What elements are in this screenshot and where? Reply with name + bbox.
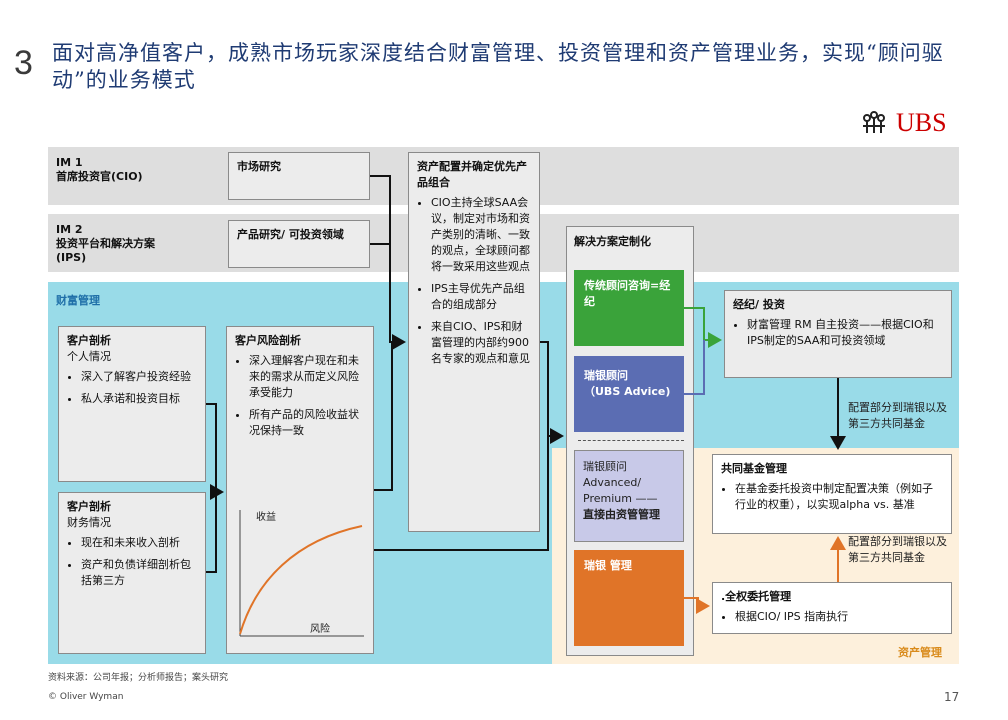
solution-ubs-advice: 瑞银顾问 （UBS Advice) bbox=[574, 356, 684, 432]
connector-ubs-managed-to-discretionary bbox=[684, 597, 710, 614]
im2-code: IM 2 bbox=[56, 223, 83, 236]
risk-return-curve bbox=[239, 525, 363, 635]
profile2-bullet-1: 现在和未来收入剖析 bbox=[81, 535, 197, 551]
im2-label: IM 2 投资平台和解决方案 (IPS) bbox=[56, 223, 155, 265]
ubs-keys-icon bbox=[863, 111, 885, 133]
solution-advanced-line2: Advanced/ bbox=[583, 476, 642, 489]
solutions-divider bbox=[578, 440, 684, 441]
client-profile-personal-box: 客户剖析 个人情况 深入了解客户投资经验 私人承诺和投资目标 bbox=[58, 326, 206, 482]
solution-ubs-advice-line1: 瑞银顾问 bbox=[584, 369, 628, 382]
solutions-title: 解决方案定制化 bbox=[574, 234, 651, 250]
ubs-logo: UBS bbox=[858, 108, 958, 138]
connector-profile1 bbox=[206, 403, 217, 492]
connector-risk-to-saa bbox=[374, 342, 393, 491]
profile1-bullet-1: 深入了解客户投资经验 bbox=[81, 369, 197, 385]
profile1-bullet-2: 私人承诺和投资目标 bbox=[81, 391, 197, 407]
connector-traditional-to-brokerage bbox=[684, 307, 722, 348]
risk-bullet-1: 深入理解客户现在和未来的需求从而定义风险承受能力 bbox=[249, 353, 365, 401]
solution-traditional-advisory: 传统顾问咨询=经纪 bbox=[574, 270, 684, 346]
risk-bullet-2: 所有产品的风险收益状况保持一致 bbox=[249, 407, 365, 439]
chart-x-label: 风险 bbox=[310, 624, 330, 635]
profile1-subtitle: 个人情况 bbox=[67, 350, 111, 363]
solution-traditional-text: 传统顾问咨询=经纪 bbox=[584, 279, 671, 308]
solution-ubs-managed: 瑞银 管理 bbox=[574, 550, 684, 646]
brokerage-box: 经纪/ 投资 财富管理 RM 自主投资——根据CIO和IPS制定的SAA和可投资… bbox=[724, 290, 952, 378]
market-research-label: 市场研究 bbox=[237, 160, 281, 173]
solution-ubs-managed-text: 瑞银 管理 bbox=[584, 559, 632, 572]
profile1-title: 客户剖析 bbox=[67, 334, 111, 347]
solution-advanced-line4: 直接由资管管理 bbox=[583, 508, 660, 521]
connector-market-research bbox=[370, 175, 406, 350]
product-research-box: 产品研究/ 可投资领域 bbox=[228, 220, 370, 268]
ubs-logo-text: UBS bbox=[896, 108, 947, 137]
profile2-bullet-2: 资产和负债详细剖析包括第三方 bbox=[81, 557, 197, 589]
mutual-fund-title: 共同基金管理 bbox=[721, 462, 787, 475]
profile2-subtitle: 财务情况 bbox=[67, 516, 111, 529]
solutions-title-text: 解决方案定制化 bbox=[574, 235, 651, 248]
solution-advanced-line1: 瑞银顾问 bbox=[583, 460, 627, 473]
allocation-note-1: 配置部分到瑞银以及第三方共同基金 bbox=[848, 401, 947, 430]
profile2-title: 客户剖析 bbox=[67, 500, 111, 513]
discretionary-box: .全权委托管理 根据CIO/ IPS 指南执行 bbox=[712, 582, 952, 634]
page-number: 17 bbox=[944, 690, 960, 704]
connector-risk-to-solutions bbox=[374, 436, 549, 551]
mutual-fund-box: 共同基金管理 在基金委托投资中制定配置决策（例如子行业的权重），以实现alpha… bbox=[712, 454, 952, 534]
page-title: 面对高净值客户，成熟市场玩家深度结合财富管理、投资管理和资产管理业务，实现“顾问… bbox=[52, 41, 944, 92]
im2-name: 投资平台和解决方案 bbox=[56, 237, 155, 250]
risk-title: 客户风险剖析 bbox=[235, 334, 301, 347]
saa-bullet-2: IPS主导优先产品组合的组成部分 bbox=[431, 281, 531, 313]
mutual-fund-bullet: 在基金委托投资中制定配置决策（例如子行业的权重），以实现alpha vs. 基准 bbox=[735, 481, 943, 513]
saa-box: 资产配置并确定优先产品组合 CIO主持全球SAA会议，制定对市场和资产类别的清晰… bbox=[408, 152, 540, 532]
section-number: 3 bbox=[14, 44, 33, 82]
wealth-management-label: 财富管理 bbox=[56, 294, 100, 307]
brokerage-title: 经纪/ 投资 bbox=[733, 298, 785, 311]
solution-ubs-advice-line2: （UBS Advice) bbox=[584, 385, 671, 398]
saa-bullet-3: 来自CIO、IPS和财富管理的内部约900名专家的观点和意见 bbox=[431, 319, 531, 367]
solution-advanced-premium: 瑞银顾问 Advanced/ Premium —— 直接由资管管理 bbox=[574, 450, 684, 542]
client-risk-profile-box: 客户风险剖析 深入理解客户现在和未来的需求从而定义风险承受能力 所有产品的风险收… bbox=[226, 326, 374, 654]
discretionary-bullet: 根据CIO/ IPS 指南执行 bbox=[735, 609, 943, 625]
client-profile-financial-box: 客户剖析 财务情况 现在和未来收入剖析 资产和负债详细剖析包括第三方 bbox=[58, 492, 206, 654]
saa-bullet-1: CIO主持全球SAA会议，制定对市场和资产类别的清晰、一致的观点，全球顾问都将一… bbox=[431, 195, 531, 275]
solution-advanced-line3: Premium —— bbox=[583, 492, 658, 505]
connector-profile2 bbox=[206, 484, 224, 573]
saa-title: 资产配置并确定优先产品组合 bbox=[417, 160, 527, 189]
copyright: © Oliver Wyman bbox=[48, 692, 124, 702]
brokerage-bullet: 财富管理 RM 自主投资——根据CIO和IPS制定的SAA和可投资领域 bbox=[747, 317, 943, 349]
product-research-label: 产品研究/ 可投资领域 bbox=[237, 228, 344, 241]
market-research-box: 市场研究 bbox=[228, 152, 370, 200]
risk-return-curve-chart bbox=[239, 510, 364, 637]
source-note: 资料来源：公司年报；分析师报告；案头研究 bbox=[48, 673, 229, 683]
im1-code: IM 1 bbox=[56, 156, 83, 169]
im2-name-ips: (IPS) bbox=[56, 251, 87, 264]
connector-ubs-advice-to-brokerage bbox=[684, 340, 705, 395]
im1-name: 首席投资官(CIO) bbox=[56, 170, 143, 183]
discretionary-title: .全权委托管理 bbox=[721, 590, 792, 603]
allocation-note-2: 配置部分到瑞银以及第三方共同基金 bbox=[848, 535, 947, 564]
asset-management-label: 资产管理 bbox=[898, 646, 942, 659]
connector-saa-to-solutions bbox=[540, 341, 564, 444]
chart-y-label: 收益 bbox=[256, 512, 276, 523]
im1-label: IM 1 首席投资官(CIO) bbox=[56, 156, 143, 184]
